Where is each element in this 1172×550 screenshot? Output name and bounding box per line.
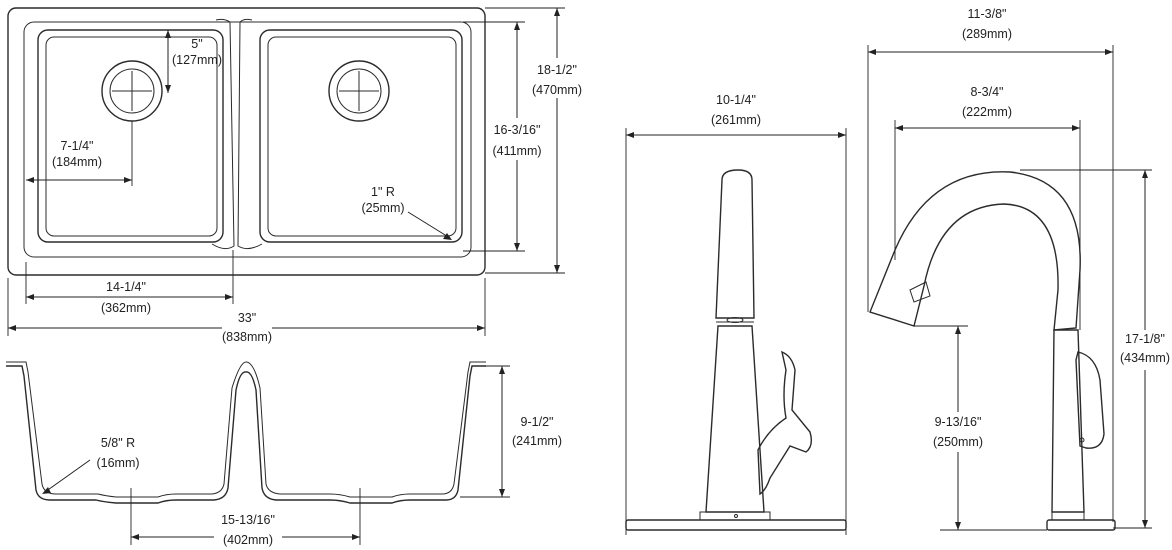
sink-section-view: 5/8" R (16mm) 9-1/2" (241mm) 15-13/16" (… (6, 361, 562, 548)
left-drain (101, 60, 163, 122)
dim-bowl-height: 9-1/2" (241mm) (460, 365, 562, 498)
drain-spacing-imperial: 15-13/16" (221, 513, 275, 527)
bowl-depth-imperial: 16-3/16" (494, 123, 541, 137)
faucet-front-view: 10-1/4" (261mm) (625, 93, 847, 535)
section-profile-outer (6, 365, 486, 504)
dim-bowl-depth: 16-3/16" (411mm) (463, 21, 546, 252)
overall-width-imperial: 33" (238, 311, 256, 325)
front-handle (757, 350, 813, 496)
dim-spout-height: 9-13/16" (250mm) (914, 325, 1047, 531)
dim-drain-spacing: 15-13/16" (402mm) (130, 488, 361, 548)
faucet-side-view: 11-3/8" (289mm) 8-3/4" (222mm) 17-1/8" (… (867, 7, 1172, 531)
front-faucet-body (705, 325, 765, 513)
dim-overall-height: 17-1/8" (434mm) (1020, 169, 1172, 529)
bowl-depth-metric: (411mm) (492, 144, 541, 158)
spout-height-imperial: 9-13/16" (935, 415, 982, 429)
dim-bowl-width: 14-1/4" (362mm) (25, 250, 234, 315)
corner-radius-metric: (25mm) (361, 201, 404, 215)
front-spray-head (715, 169, 755, 319)
sink-top-view: 5" (127mm) 7-1/4" (184mm) 1" R (25mm) (7, 7, 586, 345)
side-gooseneck (869, 171, 1081, 331)
bowl-width-imperial: 14-1/4" (106, 280, 146, 294)
bowl-height-imperial: 9-1/2" (521, 415, 554, 429)
sink-rim-inner (23, 21, 472, 258)
drain-spacing-metric: (402mm) (223, 533, 273, 547)
dim-base-width: 10-1/4" (261mm) (625, 93, 847, 535)
bottom-radius-metric: (16mm) (96, 456, 139, 470)
right-drain (328, 60, 390, 122)
right-bowl (259, 29, 463, 243)
spout-reach-metric: (222mm) (962, 105, 1012, 119)
bowl-width-metric: (362mm) (101, 301, 151, 315)
spout-height-metric: (250mm) (933, 435, 983, 449)
overall-reach-imperial: 11-3/8" (968, 7, 1007, 21)
left-bowl-inner (45, 36, 218, 237)
center-divider-right (237, 18, 263, 250)
drain-offset-imperial: 7-1/4" (61, 139, 94, 153)
overall-width-metric: (838mm) (222, 330, 272, 344)
base-width-metric: (261mm) (711, 113, 761, 127)
bowl-height-metric: (241mm) (512, 434, 562, 448)
dim-overall-width: 33" (838mm) (7, 278, 486, 345)
section-profile-inner (6, 361, 486, 498)
overall-reach-metric: (289mm) (962, 27, 1012, 41)
overall-height-metric: (434mm) (1120, 351, 1170, 365)
front-deck-plate (625, 519, 847, 531)
drain-offset-metric: (184mm) (52, 155, 102, 169)
dim-overall-reach: 11-3/8" (289mm) (867, 7, 1114, 522)
dim-drain-offset: 7-1/4" (184mm) (26, 121, 133, 186)
center-divider (211, 18, 235, 250)
dim-overall-depth: 18-1/2" (470mm) (485, 7, 586, 274)
overall-depth-metric: (470mm) (532, 83, 582, 97)
spout-reach-imperial: 8-3/4" (971, 85, 1004, 99)
drain-setback-imperial: 5" (191, 37, 202, 51)
side-deck-plate (1046, 519, 1116, 531)
drain-setback-metric: (127mm) (172, 53, 222, 67)
base-width-imperial: 10-1/4" (716, 93, 756, 107)
dim-bottom-radius: 5/8" R (16mm) (42, 436, 140, 494)
dim-spout-reach: 8-3/4" (222mm) (894, 85, 1081, 330)
corner-radius-imperial: 1" R (371, 185, 395, 199)
sink-rim-outer (7, 7, 486, 276)
side-handle (1075, 351, 1105, 449)
dim-drain-setback: 5" (127mm) (165, 30, 222, 93)
bottom-radius-imperial: 5/8" R (101, 436, 135, 450)
overall-depth-imperial: 18-1/2" (537, 63, 577, 77)
right-bowl-inner (267, 36, 457, 237)
left-bowl (37, 29, 224, 243)
overall-height-imperial: 17-1/8" (1125, 332, 1165, 346)
side-spray-nozzle (909, 281, 931, 303)
dim-corner-radius: 1" R (25mm) (361, 185, 452, 240)
